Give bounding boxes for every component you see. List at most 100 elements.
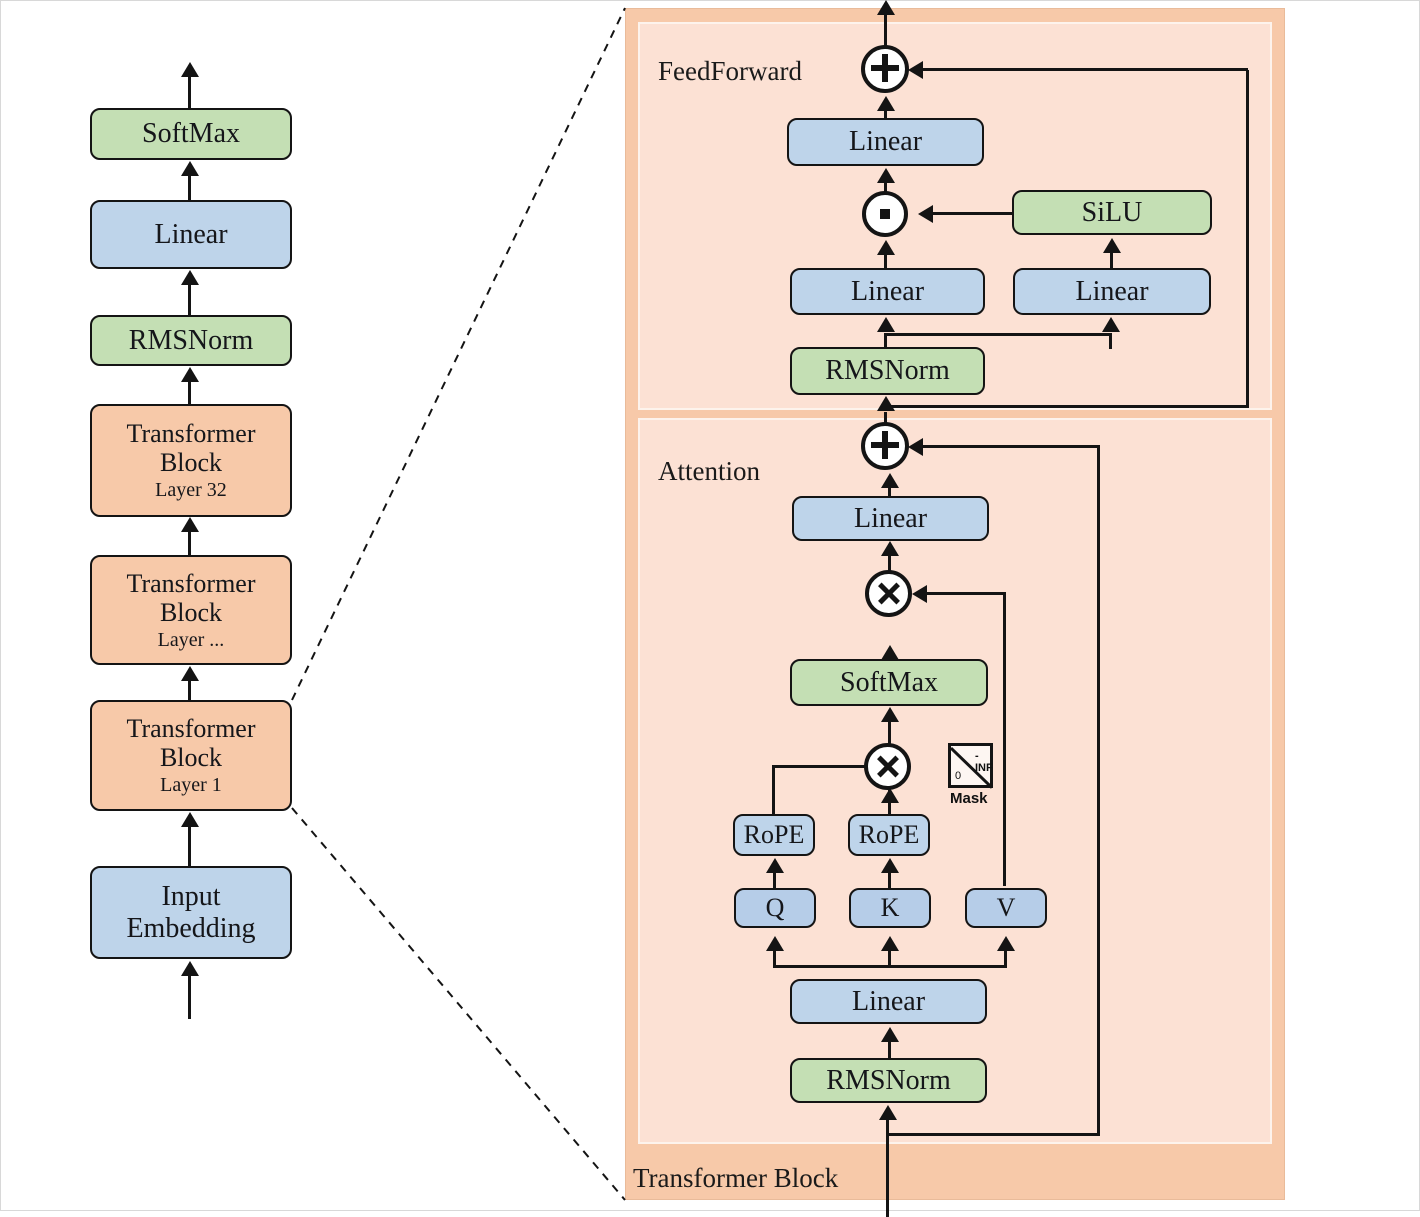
ff-residual-vline [1246, 70, 1250, 408]
ff-out-linear: Linear [787, 118, 984, 166]
qkv-to-q-arrowhead [766, 936, 784, 951]
attn-out-linear-label: Linear [853, 502, 928, 534]
ff-up-linear: Linear [1013, 268, 1211, 315]
attn-softmax: SoftMax [790, 659, 988, 706]
v-label: V [996, 893, 1016, 923]
attn-rmsnorm-to-linear-arrowhead [881, 1027, 899, 1042]
q-to-rope-line [773, 872, 777, 888]
attn-residual-arrowhead [908, 438, 923, 456]
left-transformer-block-1: Transformer Block Layer 1 [90, 700, 292, 811]
k-label: K [880, 893, 900, 923]
ff-up-to-silu-line [1110, 252, 1114, 274]
attn-rmsnorm: RMSNorm [790, 1058, 987, 1103]
ff-rmsnorm-fanout-hline [884, 333, 1112, 337]
attention-mask-icon: 0 -INF [948, 743, 994, 789]
silu-to-multiply-arrowhead [918, 205, 933, 223]
ff-output-arrowhead [877, 0, 895, 15]
ff-out-linear-label: Linear [848, 126, 923, 158]
qkv-fanout-hline [773, 965, 1007, 969]
attention-matmul-qk-op [864, 743, 911, 790]
left-softmax-label: SoftMax [142, 118, 240, 150]
left-rmsnorm-label: RMSNorm [128, 324, 254, 356]
rope-q: RoPE [733, 814, 815, 856]
left-arrow-block32-to-rmsnorm-head [181, 367, 199, 382]
qkv-to-v-arrowhead [997, 936, 1015, 951]
v-box: V [965, 888, 1047, 928]
left-rmsnorm: RMSNorm [90, 315, 292, 366]
frame-top [0, 0, 1420, 1]
ff-mul-to-linear-arrowhead [877, 168, 895, 183]
left-arrow-rmsnorm-to-linear-line [188, 284, 192, 316]
attn-qkv-linear: Linear [790, 979, 987, 1024]
ff-outlinear-to-add-arrowhead [877, 96, 895, 111]
attention-add-op [861, 422, 909, 470]
ff-up-linear-label: Linear [1075, 275, 1149, 307]
zoom-connector-bottom [291, 807, 626, 1201]
left-transformer-block-32: Transformer Block Layer 32 [90, 404, 292, 517]
attn-softmax-label: SoftMax [840, 666, 938, 698]
left-transformer-block-1-sublabel: Layer 1 [160, 774, 222, 797]
ff-rmsnorm-to-gate-arrowhead [877, 317, 895, 332]
ff-rmsnorm-label: RMSNorm [825, 355, 950, 387]
ff-residual-hline-bottom [888, 405, 1249, 409]
attn-residual-vline [1097, 447, 1101, 1136]
left-transformer-block-dots-sublabel: Layer ... [157, 628, 225, 651]
ff-silu: SiLU [1012, 190, 1212, 235]
ff-up-to-silu-arrowhead [1103, 238, 1121, 253]
ropek-to-matmul-arrowhead [881, 788, 899, 803]
ropeq-to-matmul-hline [773, 765, 865, 769]
left-transformer-block-32-label: Transformer Block [126, 419, 256, 478]
left-arrow-output-head [181, 62, 199, 77]
ff-gate-to-multiply-line [884, 254, 888, 274]
left-arrow-linear-to-softmax-line [188, 175, 192, 202]
frame-bottom [0, 1210, 1420, 1211]
ff-silu-label: SiLU [1081, 196, 1143, 228]
k-to-rope-line [888, 872, 892, 888]
attn-out-linear: Linear [792, 496, 989, 541]
left-arrow-input-bottom-line [188, 975, 192, 1019]
left-softmax: SoftMax [90, 108, 292, 160]
ff-gate-to-multiply-arrowhead [877, 240, 895, 255]
attn-outlinear-to-add-arrowhead [881, 473, 899, 488]
left-linear-label: Linear [154, 218, 228, 250]
ropeq-to-matmul-vline [772, 765, 776, 814]
feedforward-add-op-bar-v [882, 54, 888, 82]
block-input-arrowhead [879, 1105, 897, 1120]
rope-q-label: RoPE [743, 820, 805, 850]
left-input-embedding: Input Embedding [90, 866, 292, 959]
left-linear: Linear [90, 200, 292, 269]
mask-upper-value: -INF [975, 750, 993, 774]
left-arrow-dots-to-block32-line [188, 531, 192, 557]
ff-gate-linear: Linear [790, 268, 985, 315]
left-transformer-block-dots: Transformer Block Layer ... [90, 555, 292, 665]
left-transformer-block-dots-label: Transformer Block [126, 568, 256, 627]
left-arrow-linear-to-softmax-head [181, 161, 199, 176]
transformer-block-container-label: Transformer Block [633, 1163, 839, 1193]
attn-residual-hline-bottom [886, 1133, 1100, 1137]
left-input-embedding-label: Input Embedding [126, 881, 256, 944]
feedforward-label: FeedForward [658, 56, 802, 86]
ropek-to-matmul-line [888, 800, 892, 816]
attn-matmul2-to-linear-arrowhead [881, 541, 899, 556]
zoom-connector-top [291, 7, 626, 701]
ff-rmsnorm-to-up-arrowhead [1102, 317, 1120, 332]
matmul1-to-softmax-line2 [888, 719, 892, 747]
left-transformer-block-1-label: Transformer Block [126, 714, 256, 773]
frame-left [0, 0, 1, 1211]
attn-add-to-ff-rmsnorm-arrowhead [877, 396, 895, 411]
qkv-to-q-line [773, 950, 777, 966]
attn-qkv-linear-label: Linear [851, 985, 926, 1017]
ff-residual-arrowhead [908, 61, 923, 79]
q-box: Q [734, 888, 816, 928]
ff-rmsnorm: RMSNorm [790, 347, 985, 395]
attn-residual-hline-top [915, 445, 1100, 449]
attn-rmsnorm-label: RMSNorm [826, 1064, 951, 1096]
v-to-matmul-vline [1003, 594, 1007, 886]
left-arrow-rmsnorm-to-linear-head [181, 270, 199, 285]
ff-rmsnorm-to-gate-line [884, 333, 888, 349]
attn-rmsnorm-to-linear-line [888, 1042, 892, 1060]
qkv-to-v-line [1004, 950, 1008, 966]
left-arrow-dots-to-block32-head [181, 517, 199, 532]
feedforward-multiply-op-dot [880, 209, 890, 219]
